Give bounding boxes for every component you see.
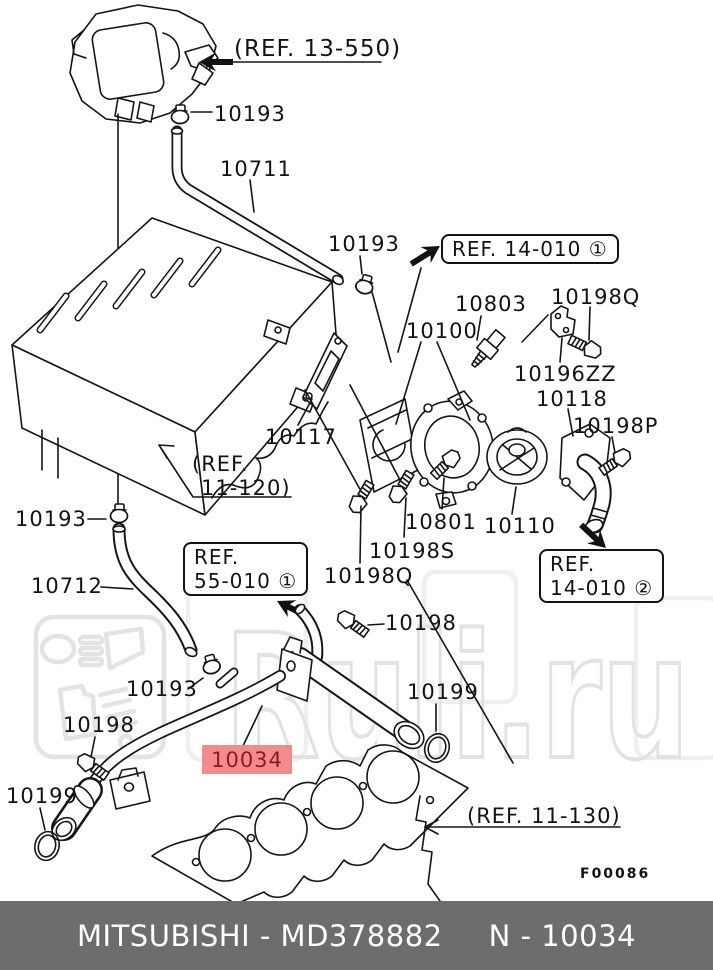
part-label-10193-left: 10193 [15,507,87,531]
ref-55-010-line2: 55-010 ① [194,569,298,593]
part-label-10198p: 10198P [573,414,659,438]
part-label-10193-center: 10193 [126,677,198,701]
water-inlet-10100-drawing [359,390,495,509]
part-label-10193-upper-right: 10193 [328,232,400,256]
part-label-10118: 10118 [536,387,608,411]
ref-11-120-line2: 11-120) [201,476,291,500]
part-label-10193-top: 10193 [214,102,286,126]
ref-box-55-010: REF. 55-010 ① [183,542,309,596]
footer-bar: MITSUBISHI - MD378882 N - 10034 [0,901,713,970]
part-label-10801: 10801 [405,510,477,534]
water-pipe-10034-drawing [51,603,425,842]
hose-10712-drawing [112,522,198,658]
ref-13-550: (REF. 13-550) [234,36,402,62]
part-label-10198s: 10198S [369,539,456,563]
throttle-body-drawing [69,4,219,124]
part-label-10803: 10803 [455,292,527,316]
bracket-10196zz-drawing [550,305,576,338]
part-label-10117: 10117 [265,425,337,449]
part-label-10110: 10110 [484,514,556,538]
head-gasket-drawing [151,744,469,901]
ref-11-120-line1: (REF. [192,452,249,476]
ref-55-010-line1: REF. [194,545,240,569]
clamp-10193-center [199,652,223,677]
footer-brand-part: MITSUBISHI - MD378882 [77,918,443,953]
part-label-10198q-mid: 10198Q [324,564,414,588]
part-label-10198q-top: 10198Q [551,285,641,309]
clamp-10193-left [109,503,129,524]
ref-11-120: (REF. 11-120) [192,452,291,500]
ref-box-14-010-2: REF. 14-010 ② [539,549,665,603]
ref-14-010-2-line2: 14-010 ② [550,576,654,600]
sensor-10803-drawing [471,328,506,368]
part-label-10198-bottomleft: 10198 [63,713,135,737]
ref-box-14-010-1: REF. 14-010 ① [441,234,619,264]
bolt-10198q-top-drawing [565,331,605,362]
gasket-10117-drawing [302,332,348,410]
part-label-10199-right: 10199 [407,680,479,704]
pipe-10711-drawing [170,125,344,286]
part-label-10712: 10712 [31,574,103,598]
part-label-10711: 10711 [220,157,292,181]
part-label-10198-right: 10198 [385,611,457,635]
cylinder-head-drawing [11,217,339,516]
ref-11-130: (REF. 11-130) [467,804,621,828]
footer-catalog-number: N - 10034 [488,918,636,953]
thermostat-10110-drawing [486,427,548,485]
outlet-elbow-10118-drawing [559,423,612,534]
part-label-10100: 10100 [406,319,478,343]
ref-14-010-2-line1: REF. [550,552,596,576]
highlighted-part-label-10034: 10034 [202,745,292,774]
diagram-line-art: Ruli.ru [11,4,713,901]
figure-code: F00086 [580,866,651,882]
part-label-10199-left: 10199 [6,784,78,808]
part-label-10196zz: 10196ZZ [514,362,617,386]
